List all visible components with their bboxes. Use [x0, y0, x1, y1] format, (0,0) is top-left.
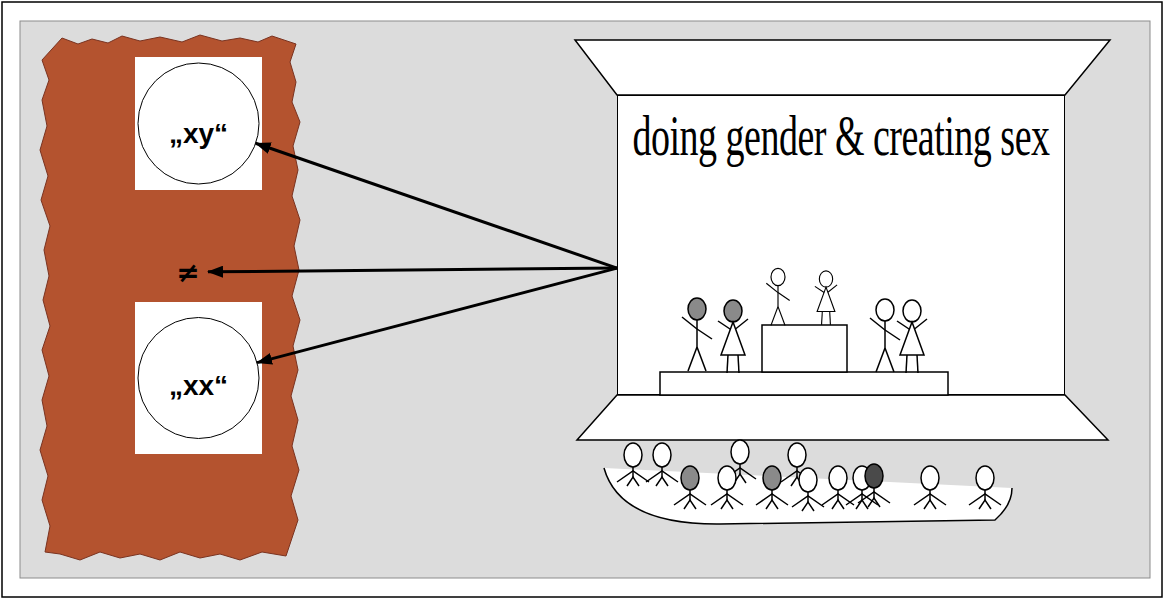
node-label: ≠ [176, 256, 199, 289]
stage-floor [577, 395, 1108, 440]
circle-shape [138, 63, 259, 184]
female-figure [815, 271, 837, 325]
outer-frame [2, 2, 1162, 597]
grey-panel [20, 21, 1150, 578]
stage-platform [660, 372, 948, 395]
spectator [792, 468, 824, 511]
spectator [969, 466, 1001, 509]
female-figure [897, 300, 927, 373]
male-figure [870, 299, 900, 372]
chromosome-circle: „xy“ [135, 57, 262, 190]
stage-box: doing gender & creating sex [617, 95, 1065, 395]
stage-ceiling [575, 40, 1110, 95]
inequality-sign: ≠ [168, 252, 208, 292]
arrow-connector [208, 268, 617, 272]
circle-shape [138, 318, 259, 439]
spectator [781, 443, 813, 486]
spectator [674, 466, 706, 509]
male-figure [766, 268, 789, 325]
chromosome-circle: „xx“ [135, 302, 262, 454]
spectator [822, 466, 854, 509]
chromosome-blob [40, 35, 300, 560]
spectator [846, 466, 878, 509]
spectator [858, 464, 890, 507]
female-figure [718, 300, 748, 373]
stage-title: doing gender & creating sex [632, 102, 1049, 168]
spectator [711, 466, 743, 509]
audience-bowl-fill [604, 468, 1012, 524]
arrow-connector [256, 143, 617, 268]
stage-pedestal [762, 325, 847, 372]
arrow-connector [257, 268, 617, 363]
spectator [756, 466, 788, 509]
node-label: „xy“ [169, 118, 228, 150]
male-figure [682, 298, 712, 371]
spectator [724, 440, 756, 483]
spectator [617, 443, 649, 486]
audience-bowl [604, 468, 1012, 524]
spectator [914, 466, 946, 509]
spectator [646, 443, 678, 486]
node-label: „xx“ [169, 370, 228, 402]
